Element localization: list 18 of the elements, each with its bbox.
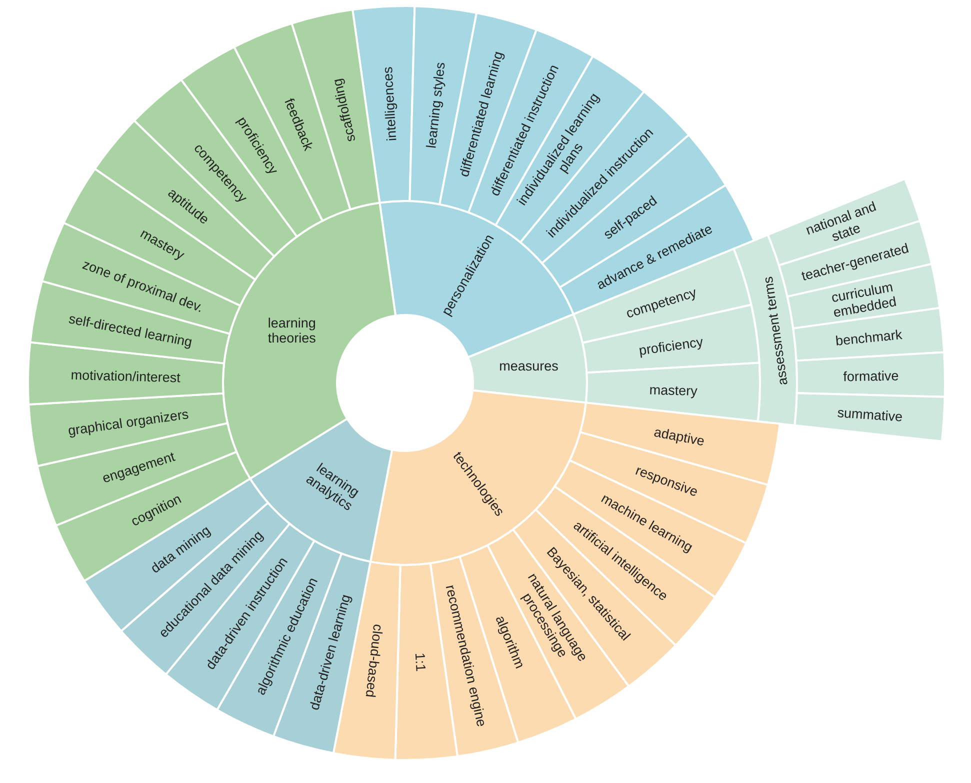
segment-label: self-directed learning: [68, 310, 194, 350]
segment-label: proficiency: [638, 334, 704, 358]
segment-label: scaffolding: [328, 77, 358, 144]
segment-label: assessment terms: [760, 276, 790, 386]
segment-label: summative: [836, 404, 904, 424]
segment-label: cloud-based: [363, 623, 386, 698]
segment-label: mastery: [649, 382, 698, 398]
segment-label: formative: [843, 368, 899, 384]
segment-label: graphical organizers: [66, 406, 190, 438]
segment-label: curriculum embedded: [830, 278, 898, 320]
segment-label: learning theories: [268, 314, 316, 345]
segment-label: 1:1: [412, 652, 429, 672]
segment-label: learning styles: [423, 61, 448, 149]
segment-label: intelligences: [380, 66, 399, 142]
segment-label: motivation/interest: [70, 366, 181, 385]
segment-label: measures: [499, 358, 558, 374]
segment-label: benchmark: [834, 326, 903, 348]
segment-label: adaptive: [652, 424, 706, 448]
